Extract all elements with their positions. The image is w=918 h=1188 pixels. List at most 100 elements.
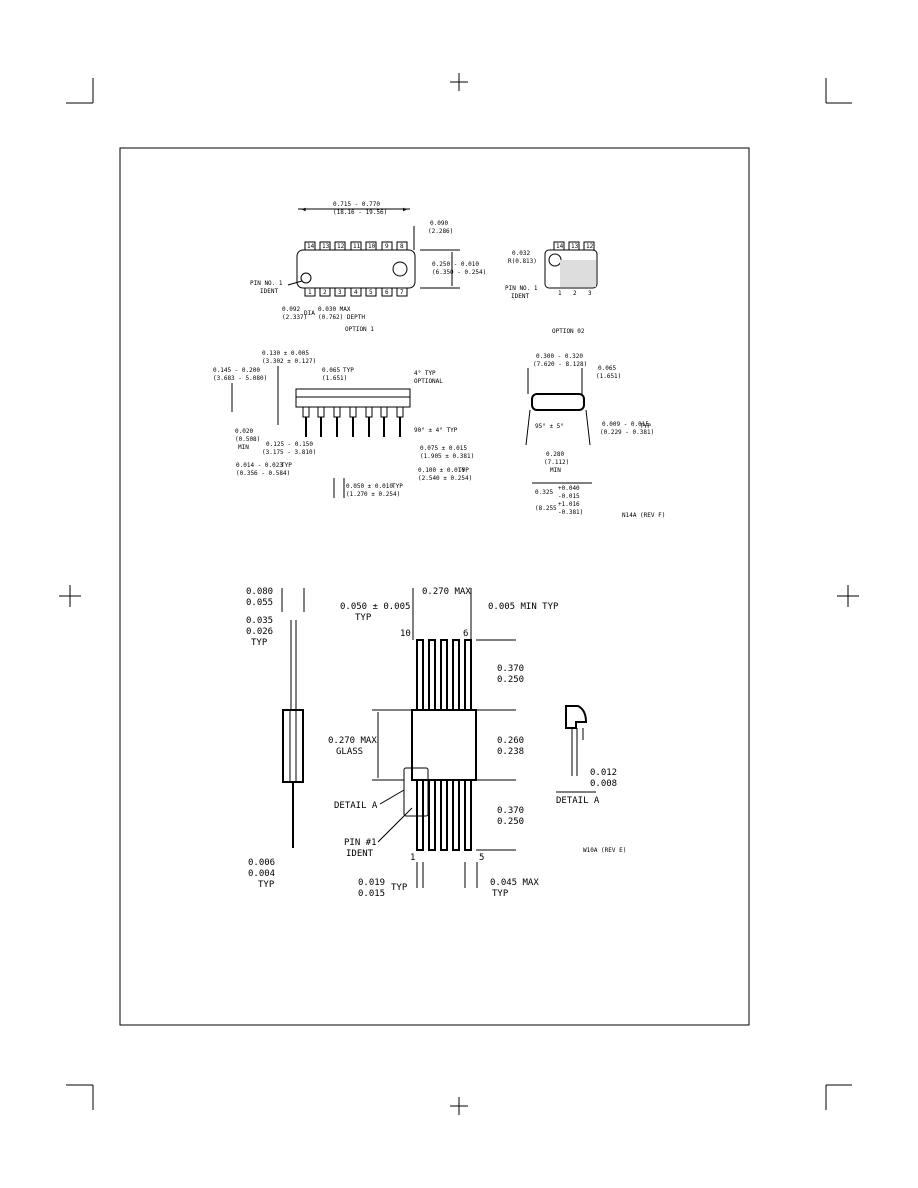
svg-text:(1.651): (1.651) [596, 373, 621, 380]
svg-text:MIN: MIN [238, 444, 249, 451]
svg-text:0.100 ± 0.010: 0.100 ± 0.010 [418, 467, 465, 474]
svg-text:DIA: DIA [304, 310, 315, 317]
svg-text:0.145 - 0.200: 0.145 - 0.200 [213, 367, 260, 374]
svg-text:▶: ▶ [403, 206, 407, 213]
svg-text:TYP: TYP [392, 483, 403, 490]
option-1-label: OPTION 1 [345, 326, 374, 333]
detail-a-label: DETAIL A [556, 796, 600, 806]
svg-text:(2.540 ± 0.254): (2.540 ± 0.254) [418, 475, 472, 482]
crop-marks [59, 73, 859, 1115]
svg-text:14: 14 [307, 243, 315, 250]
svg-text:8: 8 [400, 243, 404, 250]
svg-text:TYP: TYP [355, 613, 372, 623]
dim-length-mm: (18.16 - 19.56) [333, 209, 387, 216]
svg-text:0.125 - 0.150: 0.125 - 0.150 [266, 441, 313, 448]
svg-text:0.370: 0.370 [497, 664, 524, 674]
svg-text:0.026: 0.026 [246, 627, 273, 637]
svg-text:0.080: 0.080 [246, 587, 273, 597]
svg-text:0.280: 0.280 [546, 451, 564, 458]
flatpack-side-view: 0.080 0.055 0.035 0.026 TYP 0.006 0.004 … [246, 587, 305, 890]
svg-text:R(0.813): R(0.813) [508, 258, 537, 265]
svg-text:1: 1 [558, 290, 562, 297]
pin-ident: PIN NO. 1 [250, 280, 283, 287]
svg-text:(0.356 - 0.584): (0.356 - 0.584) [236, 470, 290, 477]
svg-text:0.270 MAX: 0.270 MAX [422, 587, 471, 597]
dim-depth-mm: (0.762) DEPTH [318, 314, 365, 321]
dip-option-02: 14 13 12 1 2 3 0.032 R(0.813) PIN NO. 1 … [505, 241, 598, 335]
svg-text:0.015: 0.015 [358, 889, 385, 899]
svg-text:12: 12 [586, 243, 594, 250]
svg-text:(1.651): (1.651) [322, 375, 347, 382]
dip-side-view: 0.130 ± 0.005 (3.302 ± 0.127) 0.145 - 0.… [213, 350, 474, 498]
dim-width: 0.250 - 0.010 [432, 261, 479, 268]
svg-text:+0.040: +0.040 [558, 485, 580, 492]
svg-text:0.032: 0.032 [512, 250, 530, 257]
svg-text:95° ± 5°: 95° ± 5° [535, 423, 564, 430]
svg-text:0.065: 0.065 [322, 367, 340, 374]
svg-text:TYP: TYP [640, 423, 651, 430]
svg-text:(7.620 - 8.128): (7.620 - 8.128) [533, 361, 587, 368]
dim-width-mm: (6.350 - 0.254) [432, 269, 486, 276]
svg-text:(3.683 - 5.080): (3.683 - 5.080) [213, 375, 267, 382]
svg-text:TYP: TYP [258, 880, 275, 890]
svg-text:0.008: 0.008 [590, 779, 617, 789]
svg-text:0.012: 0.012 [590, 768, 617, 778]
dim-dot-mm: (2.337) [282, 314, 307, 321]
svg-text:(1.270 ± 0.254): (1.270 ± 0.254) [346, 491, 400, 498]
svg-text:11: 11 [353, 243, 361, 250]
flatpack-top-view: 0.050 ± 0.005 TYP 0.270 MAX 0.005 MIN TY… [328, 587, 559, 899]
svg-text:0.055: 0.055 [246, 598, 273, 608]
svg-text:4: 4 [354, 289, 358, 296]
svg-text:6: 6 [463, 629, 468, 639]
svg-text:0.370: 0.370 [497, 806, 524, 816]
svg-text:14: 14 [556, 243, 564, 250]
svg-text:0.050 ± 0.005: 0.050 ± 0.005 [340, 602, 410, 612]
svg-text:TYP: TYP [343, 367, 354, 374]
svg-text:OPTIONAL: OPTIONAL [414, 378, 443, 385]
svg-text:MIN: MIN [550, 467, 561, 474]
pin-ident-b: IDENT [260, 288, 278, 295]
svg-text:GLASS: GLASS [336, 747, 363, 757]
svg-text:12: 12 [337, 243, 345, 250]
svg-text:13: 13 [571, 243, 579, 250]
svg-text:3: 3 [588, 290, 592, 297]
svg-text:TYP: TYP [391, 883, 408, 893]
svg-text:1: 1 [308, 289, 312, 296]
svg-text:IDENT: IDENT [511, 293, 529, 300]
w10a-code: W10A (REV E) [583, 847, 626, 854]
svg-text:0.075 ± 0.015: 0.075 ± 0.015 [420, 445, 467, 452]
svg-text:(0.508): (0.508) [235, 436, 260, 443]
dim-length: 0.715 - 0.770 [333, 201, 380, 208]
svg-text:7: 7 [400, 289, 404, 296]
svg-text:(0.229 - 0.381): (0.229 - 0.381) [600, 429, 654, 436]
svg-text:IDENT: IDENT [346, 849, 374, 859]
svg-text:0.270 MAX: 0.270 MAX [328, 736, 377, 746]
svg-text:-0.381): -0.381) [558, 509, 583, 516]
option-2-label: OPTION 02 [552, 328, 585, 335]
svg-text:PIN NO. 1: PIN NO. 1 [505, 285, 538, 292]
svg-text:0.260: 0.260 [497, 736, 524, 746]
detail-a-view: 0.012 0.008 DETAIL A W10A (REV E) [556, 705, 626, 854]
drawing-frame [119, 147, 750, 1026]
svg-text:0.250: 0.250 [497, 817, 524, 827]
svg-text:5: 5 [369, 289, 373, 296]
dim-dot: 0.092 [282, 306, 300, 313]
svg-text:0.065: 0.065 [598, 365, 616, 372]
svg-text:0.006: 0.006 [248, 858, 275, 868]
pins-bottom: 1 2 3 4 5 6 7 [304, 287, 408, 297]
svg-text:(1.905 ± 0.381): (1.905 ± 0.381) [420, 453, 474, 460]
svg-text:2: 2 [323, 289, 327, 296]
dim-depth: 0.030 MAX [318, 306, 351, 313]
svg-text:0.019: 0.019 [358, 878, 385, 888]
svg-text:0.130 ± 0.005: 0.130 ± 0.005 [262, 350, 309, 357]
svg-text:6: 6 [385, 289, 389, 296]
svg-text:PIN #1: PIN #1 [344, 838, 377, 848]
svg-text:TYP: TYP [492, 889, 509, 899]
svg-text:1: 1 [410, 853, 415, 863]
svg-text:0.014 - 0.023: 0.014 - 0.023 [236, 462, 283, 469]
svg-text:TYP: TYP [281, 462, 292, 469]
svg-text:0.009 - 0.015: 0.009 - 0.015 [602, 421, 649, 428]
svg-text:0.250: 0.250 [497, 675, 524, 685]
dim-end-pin: 0.090 [430, 220, 448, 227]
